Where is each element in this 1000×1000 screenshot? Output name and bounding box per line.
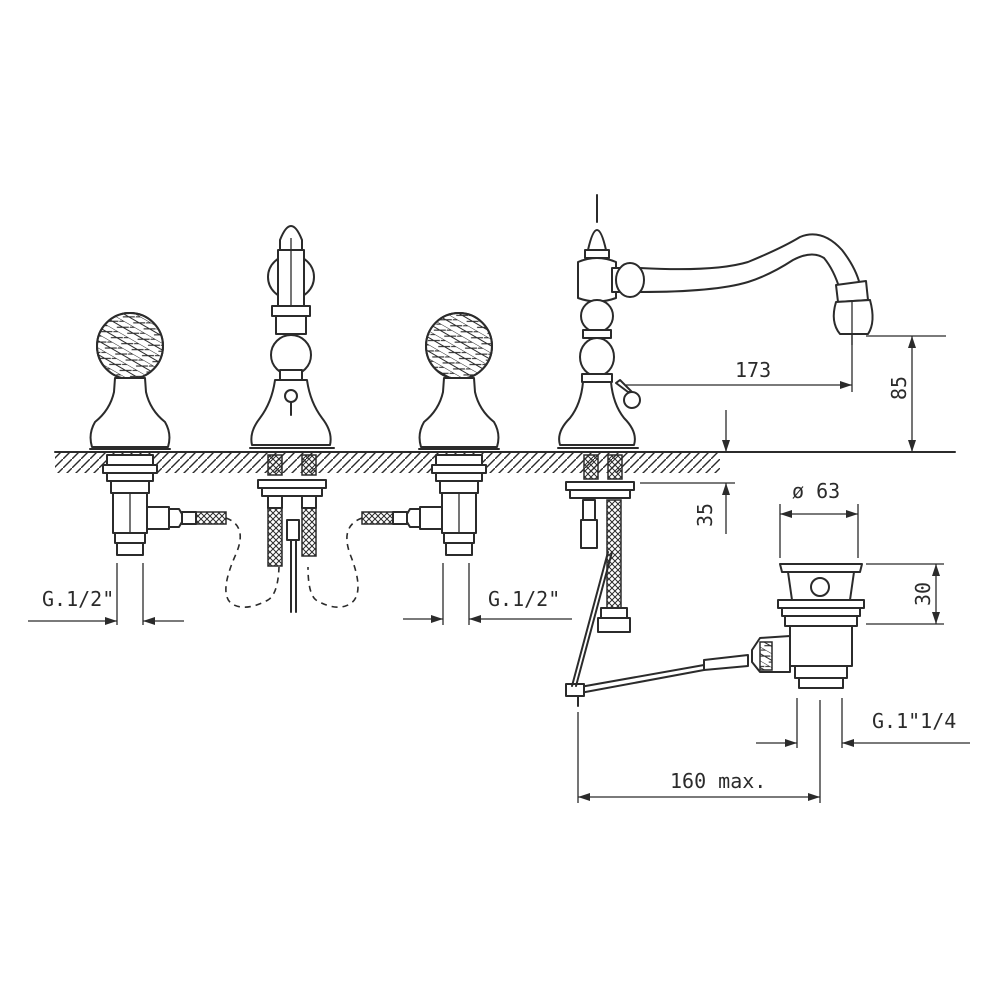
dim-rod-length: 160 max. [577,700,821,803]
label-drain-thread: G.1"1/4 [872,709,956,733]
label-drain-diameter: ø 63 [792,479,840,503]
label-spout-reach: 173 [735,358,771,382]
countertop [54,451,956,473]
dim-left-inlet-thread: G.1/2" [28,563,184,625]
label-rod-length: 160 max. [670,769,766,793]
label-deck-thickness: 35 [693,503,717,527]
centre-mixer-body [249,225,335,613]
label-right-inlet-thread: G.1/2" [488,587,560,611]
dim-spout-height: 85 [866,335,946,452]
label-left-inlet-thread: G.1/2" [42,587,114,611]
dim-deck-thickness: 35 [640,410,735,534]
label-spout-height: 85 [887,376,911,400]
popup-waste [565,551,865,707]
dim-spout-reach: 173 [626,300,853,392]
dim-drain-diameter: ø 63 [779,479,859,558]
dim-drain-height: 30 [866,563,944,625]
right-handle-valve [307,312,500,608]
spout [557,194,874,633]
left-handle-valve [89,312,280,608]
dim-drain-thread: G.1"1/4 [756,698,970,748]
label-drain-height: 30 [911,582,935,606]
dim-right-inlet-thread: G.1/2" [403,563,572,625]
